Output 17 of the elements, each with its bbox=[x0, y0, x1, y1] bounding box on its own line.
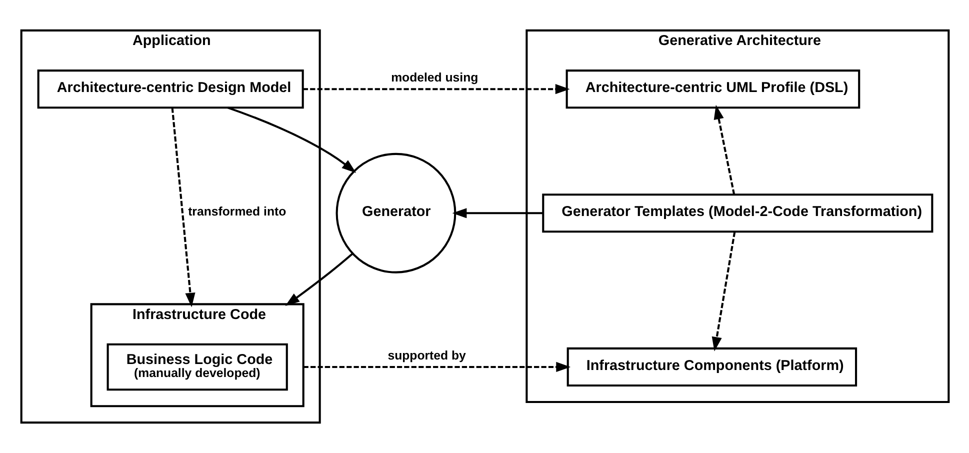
arrow bbox=[226, 106, 356, 173]
arrow bbox=[452, 208, 543, 218]
node-box: Architecture-centric UML Profile (DSL) bbox=[565, 70, 860, 109]
node-box: Infrastructure Components (Platform) bbox=[566, 347, 857, 387]
node-box: Generator Templates (Model-2-Code Transformation) bbox=[542, 194, 933, 233]
arrow bbox=[302, 84, 570, 94]
arrow bbox=[284, 252, 353, 306]
node-box: Business Logic Code (manually developed) bbox=[106, 343, 288, 391]
edge-label: supported by bbox=[387, 348, 466, 362]
arrow bbox=[170, 108, 195, 308]
arrow bbox=[713, 104, 735, 195]
edge-label: transformed into bbox=[188, 204, 286, 218]
arrow bbox=[302, 362, 570, 372]
node-box: Architecture-centric Design Model bbox=[36, 70, 304, 109]
edge-label: modeled using bbox=[390, 70, 478, 84]
arrow bbox=[711, 232, 736, 352]
node-circle: Generator bbox=[335, 152, 456, 274]
